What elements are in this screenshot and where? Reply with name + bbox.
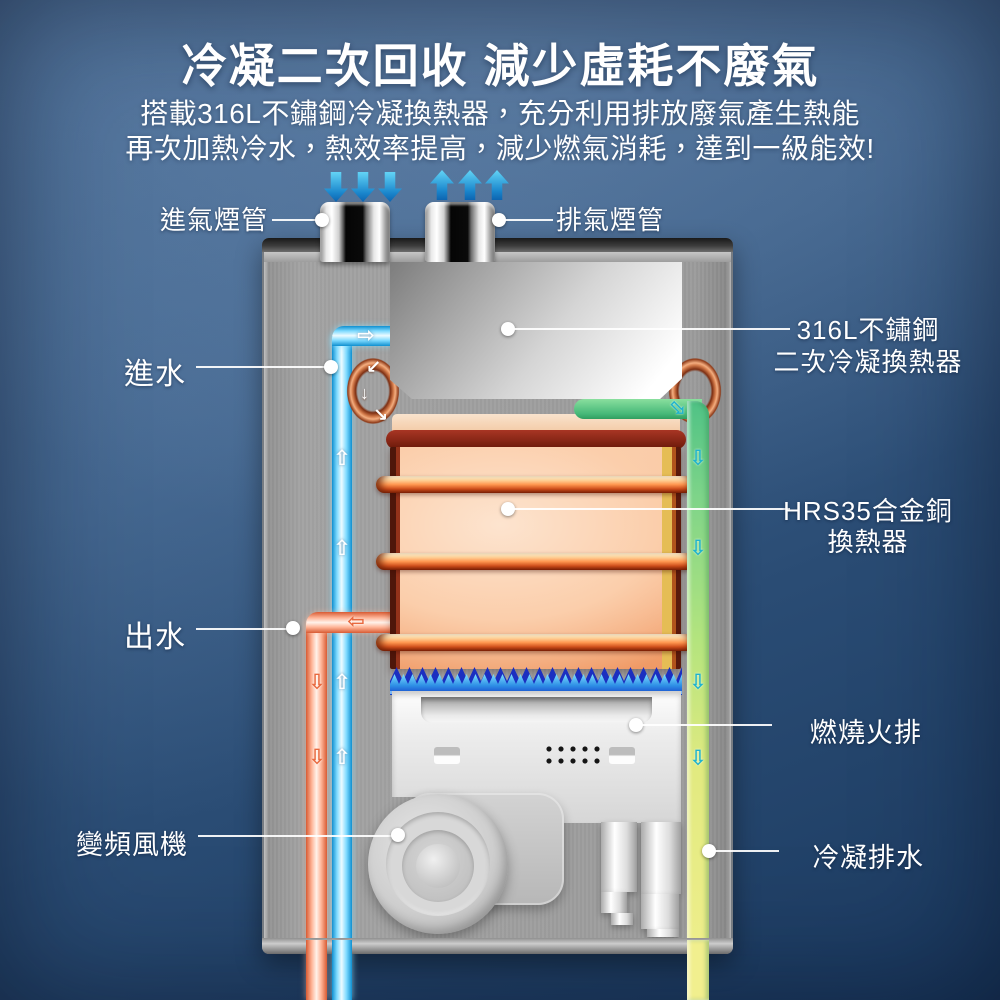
heater-casing-top-bevel [264,252,731,262]
condensate-pipe-exit [687,940,709,1000]
heater-casing-bottom-edge [262,938,733,954]
leader-line [508,328,790,330]
exhaust-flue-pipe [425,202,495,262]
gas-connection-pipe-step [601,892,627,913]
burner-inset-band [421,697,652,723]
leader-line [196,366,332,368]
subtitle-line-2: 再次加熱冷水，熱效率提高，減少燃氣消耗，達到一級能效! [125,133,875,164]
flow-right-icon: ⇨ [357,324,375,347]
gas-connection-pipe [601,822,637,892]
subtitle-line-1: 搭載316L不鏽鋼冷凝換熱器，充分利用排放廢氣產生熱能 [140,98,860,129]
copper-tube [376,476,694,493]
intake-flue-pipe [320,202,390,262]
coil-flow-icon: ↘ [373,405,389,425]
label-hrs35-exchanger: HRS35合金銅 換熱器 [783,496,953,557]
cold-water-pipe [332,336,352,1000]
flow-left-icon: ⇦ [347,610,365,633]
burner-slot [434,747,460,764]
hot-water-pipe [306,622,327,1000]
condensing-heat-exchanger-box [390,262,682,399]
burner-flames [390,667,682,695]
intake-air-arrow-icon [324,172,348,202]
label-condensing-exchanger: 316L不鏽鋼 二次冷凝換熱器 [773,315,963,377]
leader-line [196,628,294,630]
label-intake-flue: 進氣煙管 [159,205,268,235]
condensate-pipe [687,401,709,1000]
leader-dot [702,844,716,858]
condensate-pipe-stub [574,399,702,419]
coil-flow-icon: ↓ [360,383,369,403]
leader-line [505,219,553,221]
gas-connection-pipe-step [641,894,679,929]
label-burner: 燃燒火排 [810,718,922,748]
intake-air-arrow-icon [378,172,402,202]
intake-air-arrow-icon [351,172,375,202]
gas-connection-pipe-step [647,929,679,937]
flow-down-icon: ⇩ [689,537,707,560]
leader-line [508,508,790,510]
exhaust-air-arrow-icon [430,170,454,200]
label-water-outlet: 出水 [124,621,186,654]
coil-flow-icon: ↙ [366,357,382,377]
flow-up-icon: ⇧ [333,537,351,560]
hot-water-pipe-exit [306,940,327,1000]
flow-down-icon: ⇩ [308,671,326,694]
gas-connection-pipe-step [611,913,633,925]
leader-line [713,850,779,852]
flow-up-icon: ⇧ [333,447,351,470]
copper-tube [376,634,694,651]
burner-slot [609,747,635,764]
flow-up-icon: ⇧ [333,746,351,769]
label-fan: 變頻風機 [76,830,188,860]
hot-water-pipe-elbow [306,612,392,633]
label-water-inlet: 進水 [124,358,186,391]
leader-line [198,835,398,837]
flow-up-icon: ⇧ [333,671,351,694]
flow-down-icon: ⇩ [689,447,707,470]
leader-dot [324,360,338,374]
leader-dot [286,621,300,635]
flow-down-icon: ⇩ [308,746,326,769]
label-exhaust-flue: 排氣煙管 [556,205,665,235]
leader-dot [315,213,329,227]
label-condensate-drain: 冷凝排水 [812,843,924,873]
leader-line [636,724,772,726]
cold-water-pipe-exit [332,940,352,1000]
leader-line [272,219,322,221]
fan-hub [416,844,460,888]
gas-connection-pipe [641,822,681,894]
flow-down-icon: ⇩ [689,671,707,694]
cold-water-pipe-elbow [332,326,392,346]
copper-tube [376,553,694,570]
flow-down-icon: ⇩ [689,747,707,770]
exhaust-air-arrow-icon [485,170,509,200]
page-title: 冷凝二次回收 減少虛耗不廢氣 [180,40,820,92]
exhaust-air-arrow-icon [458,170,482,200]
leader-dot [391,828,405,842]
copper-exchanger-top-band [386,430,686,449]
leader-dot [492,213,506,227]
burner-vent-holes [543,743,603,767]
